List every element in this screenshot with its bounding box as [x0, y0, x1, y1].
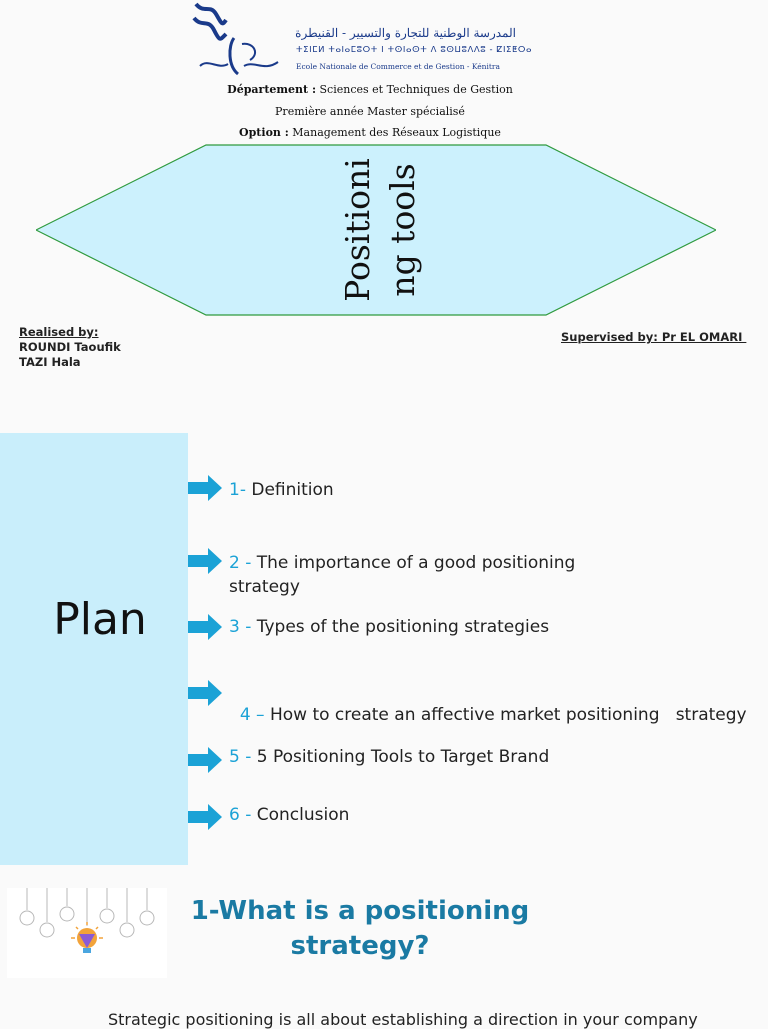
plan-item-importance: 2 - The importance of a good positioning… — [229, 551, 609, 599]
university-emblem-icon — [199, 37, 279, 76]
section-body-text: Strategic positioning is all about estab… — [108, 1010, 698, 1029]
arrow-right-icon — [188, 614, 222, 640]
plan-item-text: How to create an affective market positi… — [264, 705, 747, 725]
arrow-right-icon — [188, 680, 222, 706]
school-name-arabic: المدرسة الوطنية للتجارة والتسيير - القني… — [295, 26, 516, 40]
plan-item-number: 6 - — [229, 805, 252, 825]
title-wrap: Positioning tools — [295, 144, 465, 316]
plan-item-text: Definition — [245, 480, 334, 500]
arrow-right-icon — [188, 804, 222, 830]
author-name: TAZI Hala — [19, 355, 81, 369]
plan-item-number: 1- — [229, 480, 246, 500]
plan-item-text: Types of the positioning strategies — [251, 617, 550, 637]
option-line: Option : Management des Réseaux Logistiq… — [0, 126, 740, 139]
title-hexagon — [36, 144, 716, 316]
plan-item-number: 4 – — [239, 705, 265, 725]
plan-item-text: 5 Positioning Tools to Target Brand — [251, 747, 550, 767]
plan-item-conclusion: 6 - Conclusion — [229, 803, 349, 827]
option-value: Management des Réseaux Logistique — [292, 126, 501, 139]
year-line: Première année Master spécialisé — [275, 105, 465, 118]
option-label: Option : — [239, 126, 289, 139]
department-line: Département : Sciences et Techniques de … — [0, 83, 740, 96]
arrow-right-icon — [188, 548, 222, 574]
realised-by-block: Realised by: ROUNDI Taoufik TAZI Hala — [19, 325, 121, 370]
department-value: Sciences et Techniques de Gestion — [319, 83, 513, 96]
supervised-by: Supervised by: Pr EL OMARI — [561, 330, 747, 344]
plan-item-create: 4 – How to create an affective market po… — [229, 679, 747, 727]
realised-by-label: Realised by: — [19, 325, 99, 339]
plan-title: Plan — [53, 594, 147, 645]
plan-item-number: 5 - — [229, 747, 252, 767]
author-name: ROUNDI Taoufik — [19, 340, 121, 354]
plan-item-definition: 1- Definition — [229, 478, 334, 502]
school-name-french: Ecole Nationale de Commerce et de Gestio… — [296, 62, 500, 71]
cover-title: Positioning tools — [338, 158, 422, 302]
logo-swirl-icon — [192, 2, 228, 41]
lightbulbs-icon — [7, 888, 167, 978]
school-name-tifinagh: ⵜⵉⵏⵎⵍ ⵜⴰⵏⴰⵎⵓⵔⵜ ⵏ ⵜⵙⵏⴰⵙⵜ ⴷ ⵓⵙⵡⵓⴷⴷⵓ - ⵇⵏⵉⵟ… — [296, 45, 533, 55]
plan-item-types: 3 - Types of the positioning strategies — [229, 615, 549, 639]
plan-item-number: 2 - — [229, 553, 252, 573]
section-heading: 1-What is a positioning strategy? — [190, 896, 530, 961]
plan-item-number: 3 - — [229, 617, 252, 637]
plan-item-tools: 5 - 5 Positioning Tools to Target Brand — [229, 745, 549, 769]
plan-item-text: Conclusion — [251, 805, 350, 825]
department-label: Département : — [227, 83, 317, 96]
plan-panel — [0, 433, 188, 865]
arrow-right-icon — [188, 747, 222, 773]
arrow-right-icon — [188, 475, 222, 501]
plan-item-text: The importance of a good positioning str… — [229, 553, 576, 597]
